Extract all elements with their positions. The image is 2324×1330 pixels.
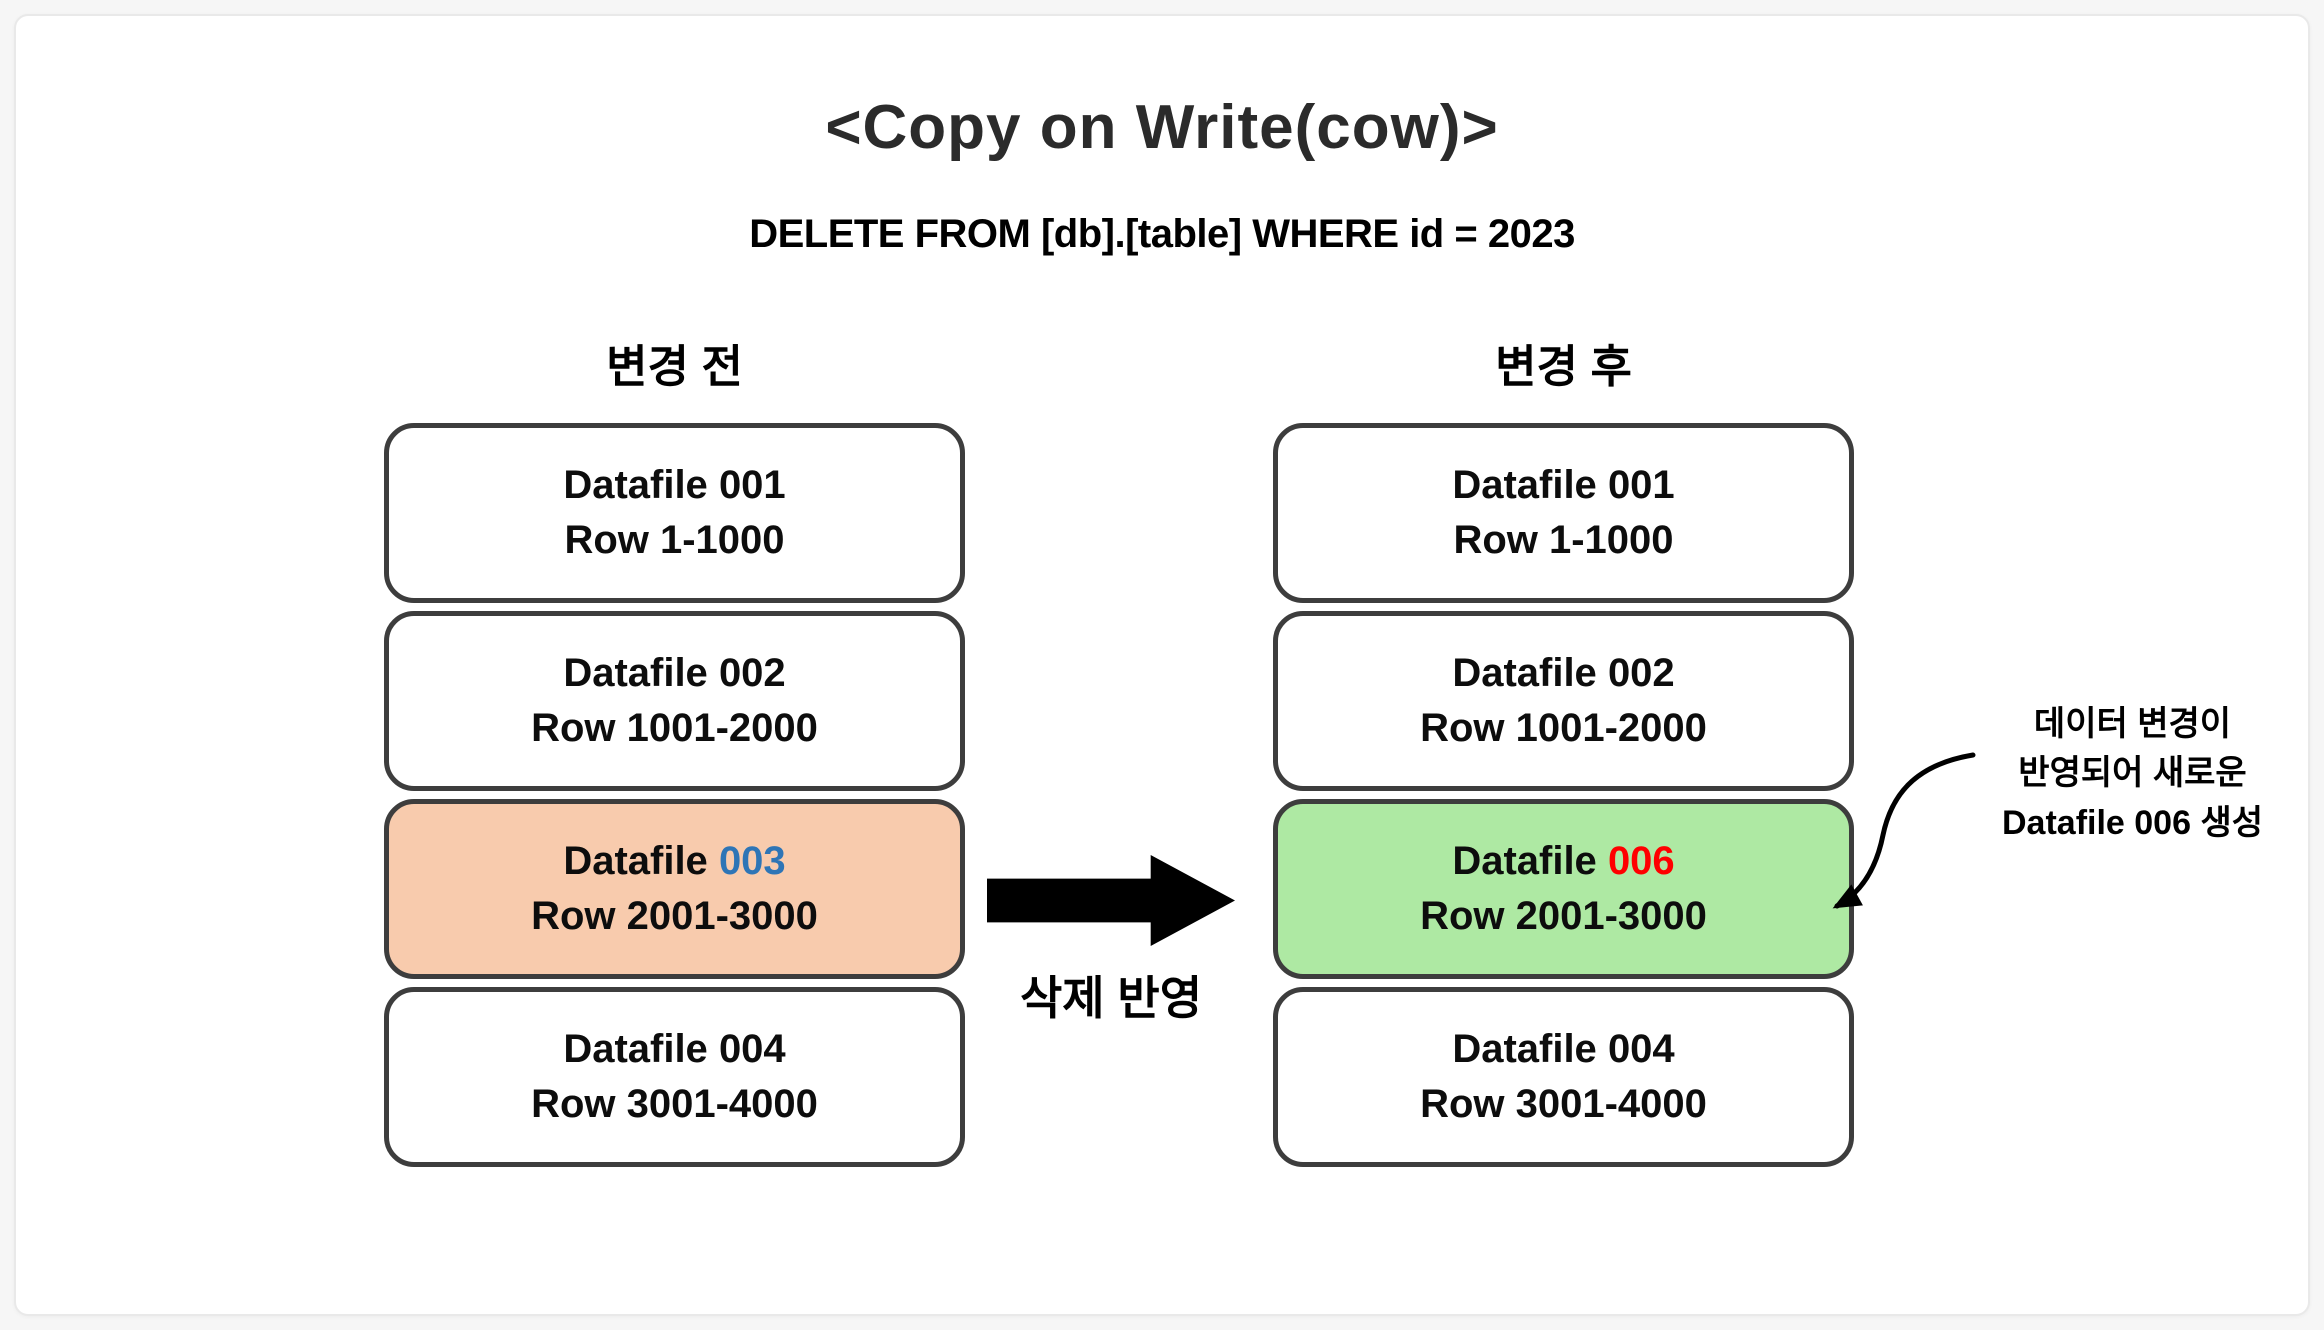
slide-card	[14, 14, 2310, 1316]
datafile-prefix: Datafile	[563, 650, 708, 695]
transition-label: 삭제 반영	[1019, 972, 1203, 1024]
datafile-number: 001	[1607, 462, 1675, 507]
datafile-number: 004	[1607, 1026, 1675, 1071]
annotation-text: 데이터 변경이 반영되어 새로운 Datafile 006 생성	[1960, 700, 2305, 848]
datafile-title: Datafile 004	[563, 1022, 785, 1077]
sql-statement: DELETE FROM [db].[table] WHERE id = 2023	[749, 212, 1575, 256]
datafile-number: 006	[1607, 838, 1675, 883]
datafile-box-after-001: Datafile 001 Row 1-1000	[1273, 423, 1854, 603]
datafile-title: Datafile 001	[563, 458, 785, 513]
datafile-prefix: Datafile	[1452, 462, 1597, 507]
annotation-line: Datafile 006 생성	[2002, 803, 2263, 842]
datafile-number: 002	[1607, 650, 1675, 695]
page-title: <Copy on Write(cow)>	[0, 92, 2324, 240]
datafile-title: Datafile 002	[1452, 646, 1674, 701]
before-column-header: 변경 전	[606, 341, 743, 392]
datafile-title: Datafile 002	[563, 646, 785, 701]
datafile-prefix: Datafile	[1452, 1026, 1597, 1071]
datafile-rows: Row 2001-3000	[1420, 894, 1707, 938]
datafile-number: 001	[718, 462, 786, 507]
datafile-number: 003	[718, 838, 786, 883]
datafile-prefix: Datafile	[1452, 650, 1597, 695]
datafile-box-before-004: Datafile 004 Row 3001-4000	[384, 987, 965, 1167]
datafile-rows: Row 3001-4000	[1420, 1082, 1707, 1126]
datafile-rows: Row 1001-2000	[1420, 706, 1707, 750]
datafile-box-after-004: Datafile 004 Row 3001-4000	[1273, 987, 1854, 1167]
datafile-title: Datafile 004	[1452, 1022, 1674, 1077]
datafile-title: Datafile 003	[563, 834, 785, 889]
datafile-title: Datafile 006	[1452, 834, 1674, 889]
datafile-title: Datafile 001	[1452, 458, 1674, 513]
after-column-header: 변경 후	[1495, 341, 1632, 392]
datafile-number: 004	[718, 1026, 786, 1071]
page-title-text: <Copy on Write(cow)>	[825, 92, 1499, 240]
datafile-box-before-001: Datafile 001 Row 1-1000	[384, 423, 965, 603]
curved-callout-arrow-icon	[1832, 752, 1976, 909]
datafile-prefix: Datafile	[563, 1026, 708, 1071]
datafile-prefix: Datafile	[1452, 838, 1597, 883]
datafile-rows: Row 1-1000	[564, 518, 785, 562]
after-column: Datafile 001 Row 1-1000 Datafile 002 Row…	[1273, 423, 1854, 1175]
datafile-rows: Row 2001-3000	[531, 894, 818, 938]
datafile-prefix: Datafile	[563, 838, 708, 883]
datafile-rows: Row 3001-4000	[531, 1082, 818, 1126]
datafile-box-after-006-highlighted: Datafile 006 Row 2001-3000	[1273, 799, 1854, 979]
datafile-box-before-002: Datafile 002 Row 1001-2000	[384, 611, 965, 791]
datafile-rows: Row 1001-2000	[531, 706, 818, 750]
datafile-prefix: Datafile	[563, 462, 708, 507]
datafile-number: 002	[718, 650, 786, 695]
datafile-box-after-002: Datafile 002 Row 1001-2000	[1273, 611, 1854, 791]
before-column: Datafile 001 Row 1-1000 Datafile 002 Row…	[384, 423, 965, 1175]
annotation-line: 반영되어 새로운	[2018, 754, 2247, 793]
datafile-rows: Row 1-1000	[1453, 518, 1674, 562]
annotation-line: 데이터 변경이	[2033, 705, 2232, 743]
datafile-box-before-003-highlighted: Datafile 003 Row 2001-3000	[384, 799, 965, 979]
